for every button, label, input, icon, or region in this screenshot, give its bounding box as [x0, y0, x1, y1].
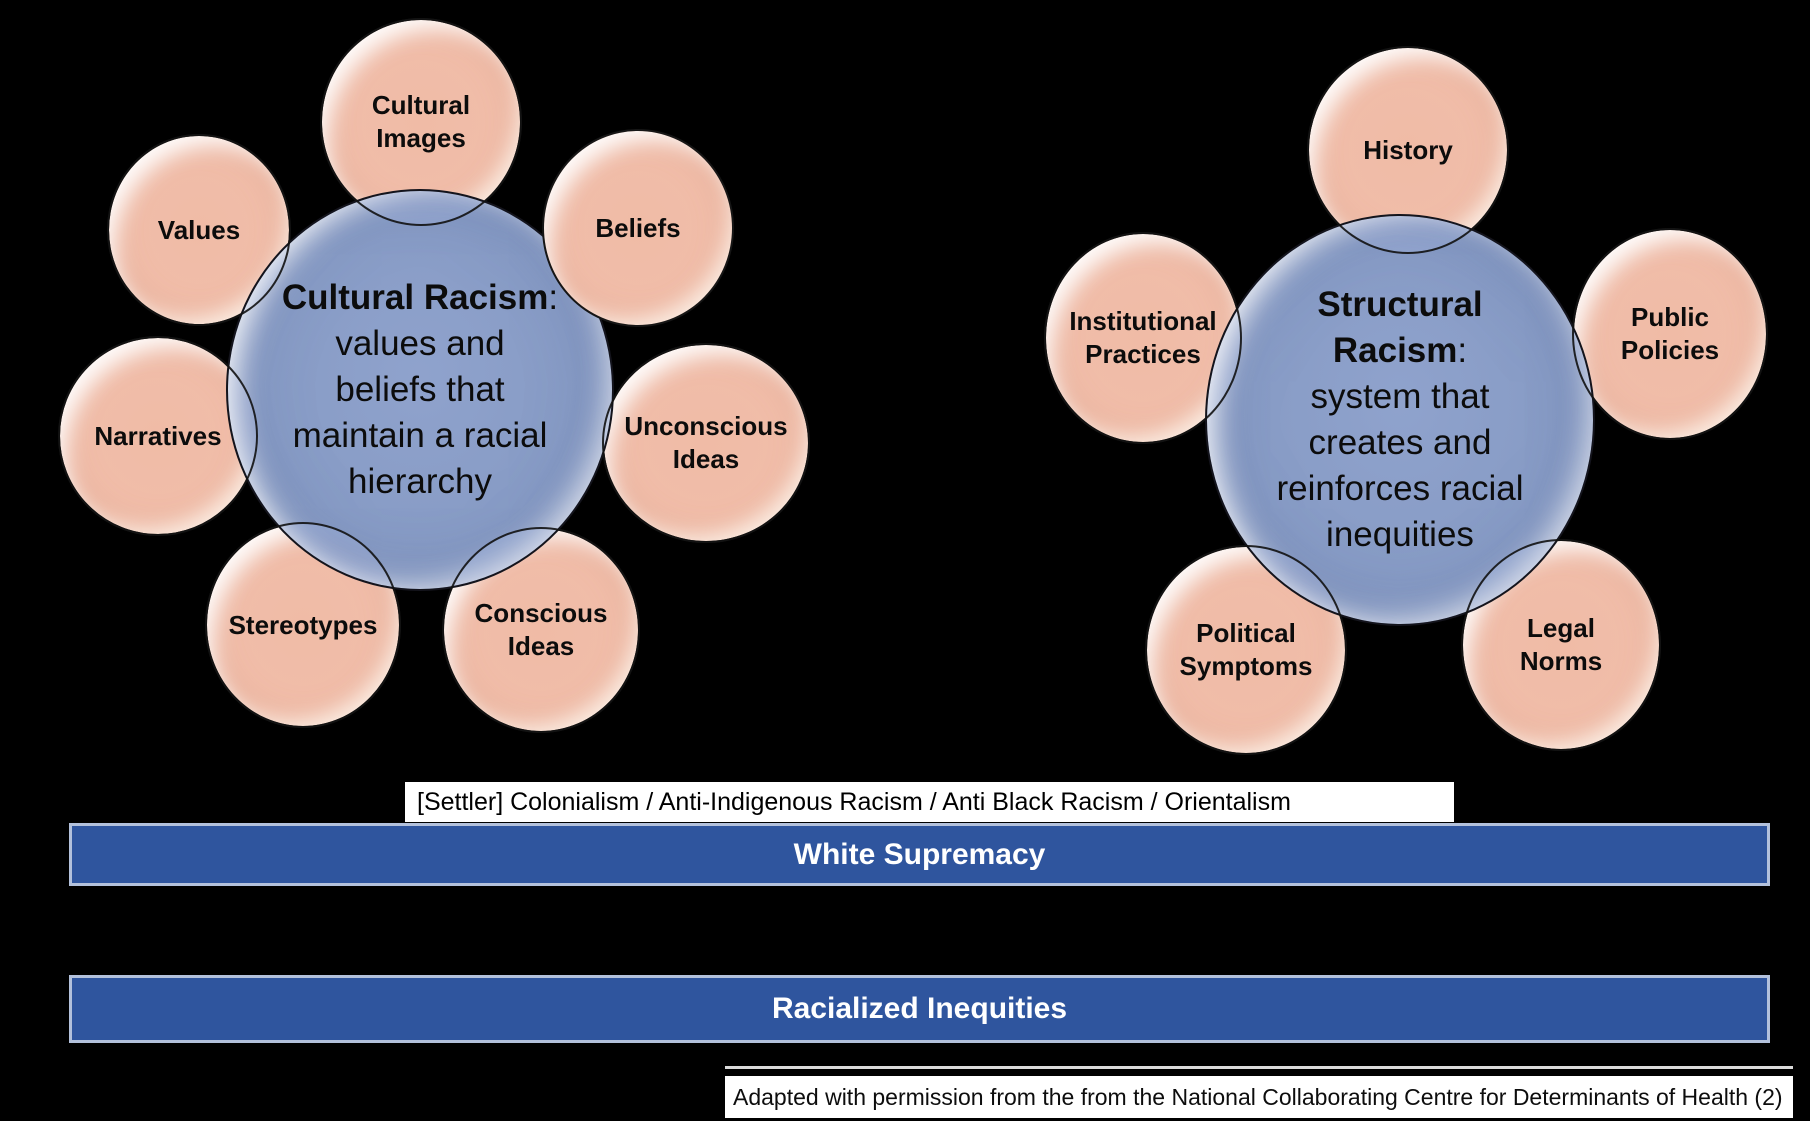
satellite-label: Legal Norms [1519, 613, 1603, 676]
hub-text-line: hierarchy [348, 462, 492, 501]
hub-title-colon: : [548, 278, 559, 317]
satellite-label: History [1363, 134, 1453, 165]
attribution-bar: Adapted with permission from the from th… [725, 1076, 1793, 1118]
hub-structural-racism: Structural Racism: system that creates a… [1205, 214, 1595, 626]
hub-text-line: maintain a racial [292, 416, 548, 455]
satellite-label: Political Symptoms [1179, 618, 1313, 681]
attribution-bar-text: Adapted with permission from the from th… [733, 1084, 1783, 1110]
satellite-institutional-practices: Institutional Practices [1044, 232, 1242, 444]
attribution-divider-line [725, 1066, 1793, 1069]
hub-text-line: values and [335, 324, 505, 363]
white-supremacy-bar: White Supremacy [69, 823, 1770, 886]
satellite-label: Values [157, 214, 241, 245]
satellite-label: Cultural Images [371, 90, 471, 153]
satellite-label: Unconscious Ideas [624, 411, 788, 474]
hub-text-line: reinforces racial [1276, 469, 1524, 508]
hub-title-line: Racism: [1333, 328, 1467, 374]
white-supremacy-bar-text: White Supremacy [793, 837, 1046, 871]
hub-title-colon: : [1457, 331, 1468, 370]
hub-title: Cultural Racism [281, 278, 549, 317]
satellite-beliefs: Beliefs [542, 129, 734, 327]
satellite-label: Beliefs [595, 212, 681, 243]
hub-text-line: creates and [1308, 423, 1492, 462]
hub-title-line: Cultural Racism: [282, 275, 558, 321]
racialized-inequities-bar-text: Racialized Inequities [771, 992, 1068, 1025]
hub-text-line: system that [1310, 377, 1490, 416]
colonialism-bar-text: [Settler] Colonialism / Anti-Indigenous … [417, 788, 1291, 816]
satellite-label: Institutional Practices [1069, 306, 1217, 369]
hub-text-line: inequities [1326, 515, 1474, 554]
satellite-public-policies: Public Policies [1572, 228, 1768, 440]
satellite-unconscious-ideas: Unconscious Ideas [602, 343, 810, 543]
hub-title-line: Structural [1317, 285, 1483, 324]
hub-title: Racism [1332, 331, 1458, 370]
satellite-label: Narratives [94, 420, 222, 451]
hub-text-line: beliefs that [335, 370, 505, 409]
racialized-inequities-bar: Racialized Inequities [69, 975, 1770, 1043]
colonialism-bar: [Settler] Colonialism / Anti-Indigenous … [405, 782, 1454, 822]
satellite-label: Conscious Ideas [474, 598, 608, 661]
satellite-label: Public Policies [1620, 302, 1720, 365]
satellite-label: Stereotypes [228, 609, 378, 640]
